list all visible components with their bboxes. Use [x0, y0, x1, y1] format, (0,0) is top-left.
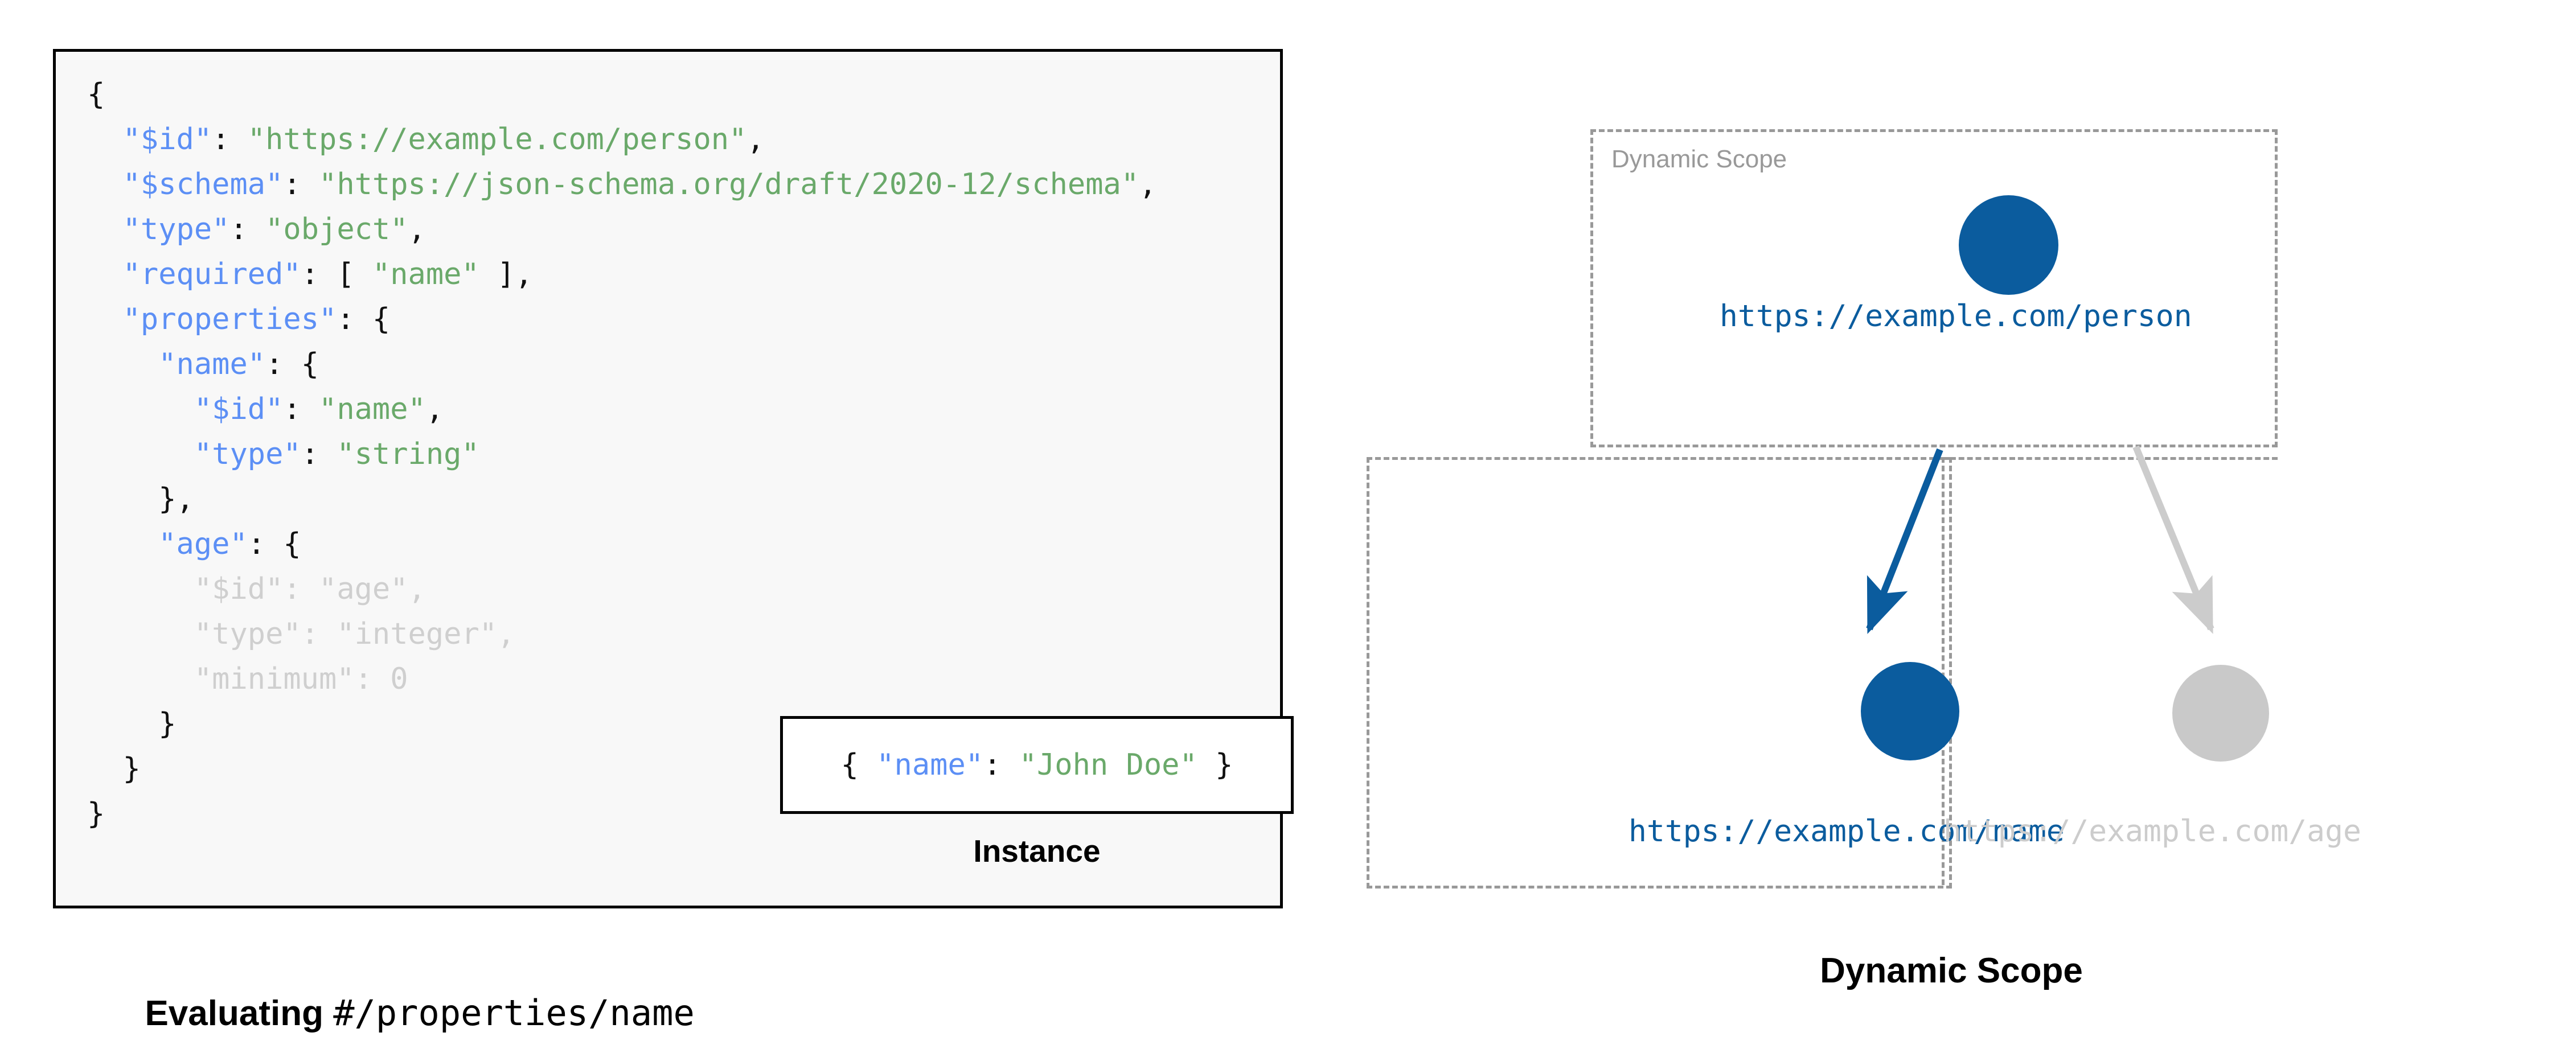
code-token: : [ — [301, 257, 372, 291]
instance-token: { — [840, 748, 877, 782]
code-line: "type": "string" — [87, 432, 1156, 477]
code-token: "name" — [319, 392, 426, 426]
instance-token: } — [1197, 748, 1233, 782]
code-token: "name" — [372, 257, 479, 291]
code-line: } — [87, 792, 1156, 837]
code-line: "$schema": "https://json-schema.org/draf… — [87, 162, 1157, 207]
code-line: "type": "integer", — [87, 612, 1156, 657]
schema-panel: { "$id": "https://example.com/person", "… — [53, 49, 1294, 908]
code-token: "$id" — [194, 572, 284, 606]
evaluating-caption: Evaluating #/properties/name — [125, 952, 695, 1034]
instance-token: "John Doe" — [1019, 748, 1197, 782]
code-line: "required": [ "name" ], — [87, 252, 1156, 297]
edge-person-to-name — [1866, 448, 1943, 634]
code-token: : — [283, 392, 319, 426]
code-token: "name" — [158, 347, 266, 381]
code-token: } — [87, 797, 105, 831]
code-token: : — [301, 617, 337, 651]
scope-box-person — [1590, 129, 2278, 447]
code-token: "age" — [158, 527, 248, 561]
code-token: : — [354, 662, 391, 696]
code-line: } — [87, 702, 1156, 747]
instance-caption: Instance — [973, 833, 1101, 869]
code-token: , — [1139, 167, 1157, 201]
code-token: : { — [247, 527, 301, 561]
node-name-label: https://example.com/name — [1629, 814, 2065, 849]
code-line: } — [87, 747, 1156, 792]
code-token: "https://example.com/person" — [247, 122, 747, 157]
code-token: "type" — [122, 212, 230, 246]
code-token: , — [408, 572, 426, 606]
code-token: "https://json-schema.org/draft/2020-12/s… — [319, 167, 1139, 201]
code-line: "age": { — [87, 522, 1156, 567]
code-token: ], — [479, 257, 533, 291]
scope-edges — [1866, 445, 2214, 634]
code-line: "$id": "name", — [87, 387, 1156, 432]
edge-person-to-age — [2132, 445, 2214, 634]
evaluating-caption-pointer: #/properties/name — [333, 992, 695, 1034]
node-person[interactable] — [1959, 195, 2058, 295]
node-name[interactable] — [1861, 662, 1959, 760]
code-line: "name": { — [87, 342, 1156, 387]
code-token: , — [408, 212, 426, 246]
dynamic-scope-diagram: Dynamic Scope https://example.com/person… — [1327, 0, 2576, 1053]
code-token: , — [746, 122, 765, 157]
code-token: , — [425, 392, 444, 426]
code-token: : — [212, 122, 248, 157]
code-token: , — [497, 617, 515, 651]
code-token: "required" — [122, 257, 301, 291]
schema-code-block: { "$id": "https://example.com/person", "… — [87, 72, 1156, 837]
code-token: "age" — [319, 572, 408, 606]
code-token: : { — [337, 302, 391, 336]
code-token: { — [87, 77, 105, 112]
code-token: : — [283, 572, 319, 606]
code-line: "type": "object", — [87, 207, 1156, 252]
evaluating-caption-bold: Evaluating — [145, 994, 334, 1033]
code-token: "type" — [194, 617, 301, 651]
code-token: : — [283, 167, 319, 201]
instance-code: { "name": "John Doe" } — [841, 748, 1233, 782]
code-token: "integer" — [337, 617, 498, 651]
scope-box-age — [1942, 457, 2278, 885]
instance-box: { "name": "John Doe" } — [780, 716, 1294, 814]
code-token: : — [229, 212, 266, 246]
code-token: }, — [158, 482, 194, 516]
code-line: { — [87, 72, 1156, 117]
code-token: "$id" — [122, 122, 212, 157]
scope-box-name — [1367, 457, 1952, 889]
code-token: "properties" — [122, 302, 337, 336]
code-line: }, — [87, 477, 1156, 522]
code-line: "$id": "age", — [87, 567, 1156, 612]
node-person-label: https://example.com/person — [1720, 299, 2192, 334]
code-token: "$schema" — [122, 167, 284, 201]
code-line: "$id": "https://example.com/person", — [87, 117, 1156, 162]
code-token: 0 — [390, 662, 408, 696]
instance-token: : — [983, 748, 1019, 782]
code-token: } — [122, 752, 141, 786]
code-token: "minimum" — [194, 662, 355, 696]
node-age-label: https://example.com/age — [1943, 814, 2361, 849]
code-token: "string" — [337, 437, 479, 471]
dynamic-scope-caption: Dynamic Scope — [1820, 951, 2083, 990]
scope-box-person-label: Dynamic Scope — [1611, 145, 1787, 173]
code-token: "$id" — [194, 392, 284, 426]
code-line: "minimum": 0 — [87, 657, 1156, 702]
code-token: "object" — [265, 212, 408, 246]
node-age[interactable] — [2172, 665, 2269, 762]
code-token: : { — [265, 347, 319, 381]
code-line: "properties": { — [87, 297, 1156, 342]
code-token: } — [158, 707, 177, 741]
code-token: "type" — [194, 437, 301, 471]
code-token: : — [301, 437, 337, 471]
instance-token: "name" — [876, 748, 984, 782]
